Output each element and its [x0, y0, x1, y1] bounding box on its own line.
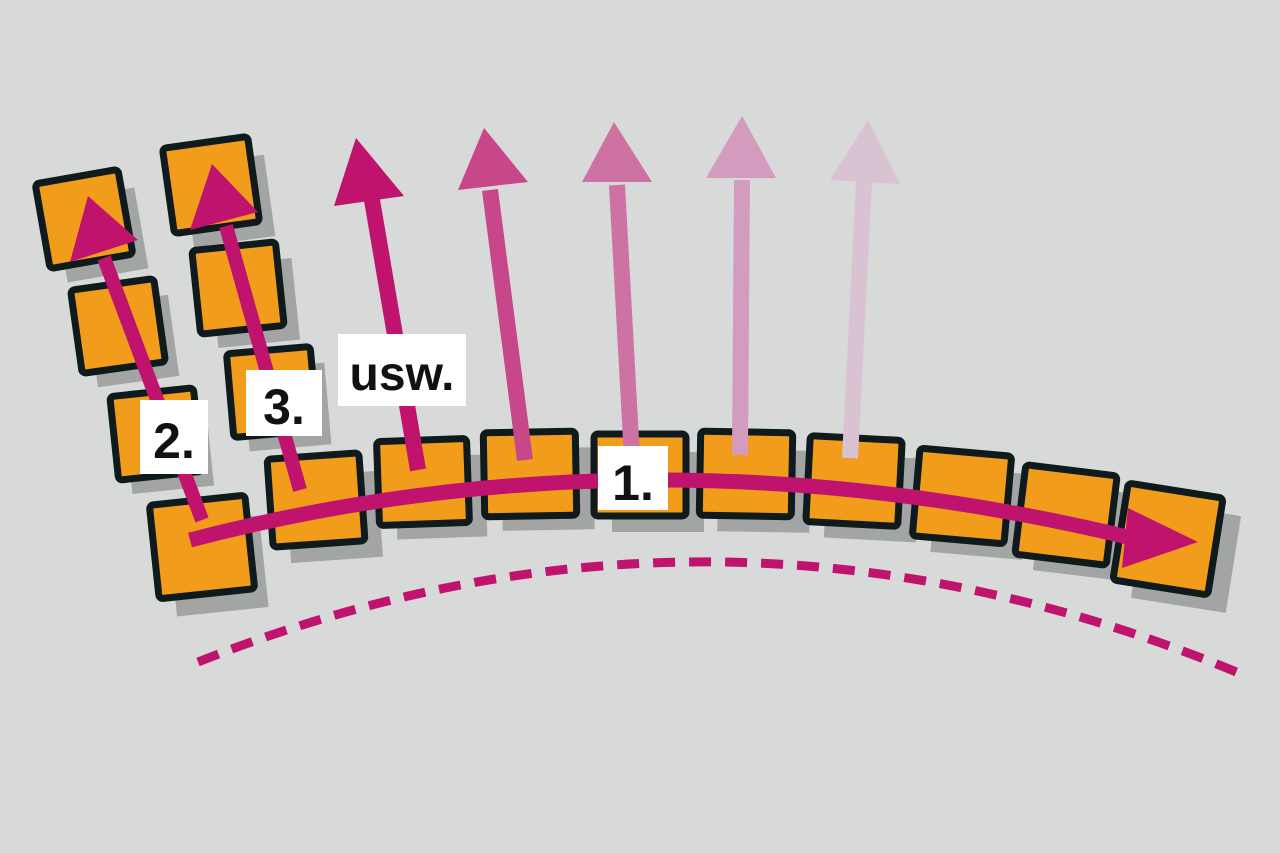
- step-label-1: 1.: [598, 446, 668, 511]
- arrow-icon: [830, 120, 900, 459]
- arrow-icon: [706, 116, 776, 456]
- column-arrows: [70, 164, 307, 523]
- arrow-icon: [334, 138, 426, 472]
- step-label-3-text: 3.: [263, 379, 305, 435]
- step-label-2: 2.: [140, 400, 208, 474]
- arrow-icon: [70, 196, 209, 523]
- step-label-2-text: 2.: [153, 413, 195, 469]
- dashed-curve-icon: [196, 557, 1248, 681]
- arrow-icon: [190, 164, 307, 492]
- etc-label: usw.: [338, 334, 466, 406]
- arrow-icon: [458, 128, 533, 462]
- etc-label-text: usw.: [350, 348, 455, 401]
- step-label-1-text: 1.: [612, 455, 654, 511]
- paving-stone-icon: [373, 435, 473, 529]
- arrow-icon: [582, 122, 652, 459]
- step-label-3: 3.: [246, 370, 322, 436]
- vertical-arrows: [334, 116, 900, 472]
